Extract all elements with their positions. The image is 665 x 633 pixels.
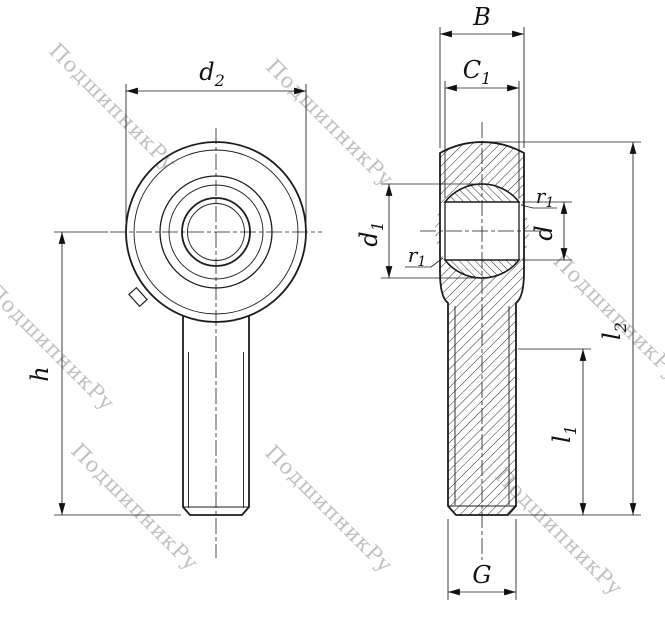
head-outer-circle [125,141,307,323]
dim-label-l2: l2 [598,322,630,340]
head-chamfer-circle [133,149,299,315]
front-view: d2 h [26,58,322,558]
bore-chamfer-circle [187,203,245,261]
dim-label-h: h [26,366,54,381]
dim-l1: l1 [518,348,591,515]
dim-label-l1: l1 [548,425,580,443]
dim-label-d1: d1 [355,221,387,247]
dim-r1-bottom: r1 [405,243,444,270]
leader-line [520,204,557,209]
watermark-text: ПодшипникРу [260,440,397,577]
side-section-view: B C1 d1 d [355,3,641,600]
bore-circle [181,197,251,267]
dim-label-d: d [530,225,558,240]
housing-outline [439,141,525,516]
watermark-text: ПодшипникРу [548,248,665,385]
dim-d1: d1 [355,183,476,279]
dim-label-r1-bottom: r1 [408,243,426,270]
housing-bore-circle [159,175,273,289]
dim-label-B: B [472,3,491,31]
dim-C1: C1 [444,56,520,198]
dim-label-G: G [472,561,491,589]
watermark-layer: ПодшипникРу ПодшипникРу ПодшипникРу Подш… [0,38,665,600]
dim-l2: l2 [489,141,641,516]
dim-label-C1: C1 [463,56,492,88]
dim-B: B [439,3,525,148]
watermark-text: ПодшипникРу [0,278,120,415]
sphere-circle [168,184,264,280]
housing-section-hatch [435,142,530,516]
dim-h: h [26,231,181,516]
grease-fitting-boss [128,286,148,308]
dim-r1-top: r1 [520,184,557,211]
ball-bottom-cap [443,259,521,279]
dim-label-r1-top: r1 [536,184,554,211]
dim-d: d [522,201,572,261]
dim-d2: d2 [125,58,307,222]
shank-outline [182,316,250,516]
watermark-text: ПодшипникРу [44,38,181,175]
leader-line [405,257,444,268]
dim-label-d2: d2 [199,58,225,90]
dim-G: G [447,519,517,600]
